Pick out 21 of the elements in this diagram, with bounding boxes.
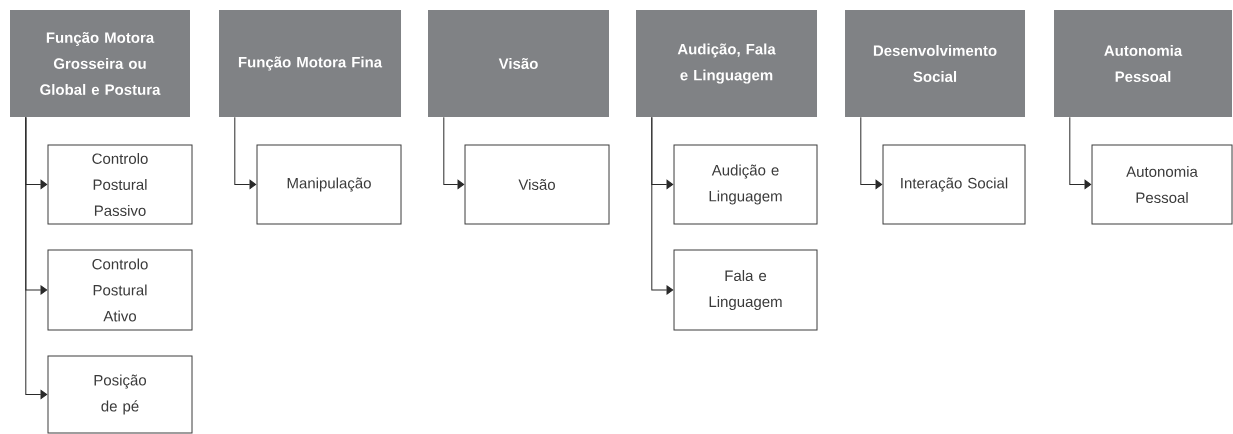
category-header: Função Motora Grosseira ou Global e Postura — [10, 10, 190, 117]
arrow — [234, 116, 257, 190]
arrow — [443, 116, 465, 190]
arrow — [1069, 116, 1092, 190]
item-box: Audição e Linguagem — [673, 144, 818, 225]
item-box: Controlo Postural Passivo — [47, 144, 193, 225]
category-header: Função Motora Fina — [219, 10, 401, 117]
item-box: Visão — [464, 144, 610, 225]
item-box: Fala e Linguagem — [673, 249, 818, 331]
arrow — [25, 116, 48, 400]
category-header: Visão — [428, 10, 609, 117]
arrow — [860, 116, 883, 190]
item-box: Controlo Postural Ativo — [47, 249, 193, 331]
arrow — [651, 116, 674, 295]
category-header: Desenvolvimento Social — [845, 10, 1025, 117]
item-box: Manipulação — [256, 144, 402, 225]
item-box: Autonomia Pessoal — [1091, 144, 1233, 225]
item-box: Interação Social — [882, 144, 1026, 225]
category-header: Audição, Fala e Linguagem — [636, 10, 817, 117]
category-header: Autonomia Pessoal — [1054, 10, 1232, 117]
item-box: Posição de pé — [47, 355, 193, 434]
